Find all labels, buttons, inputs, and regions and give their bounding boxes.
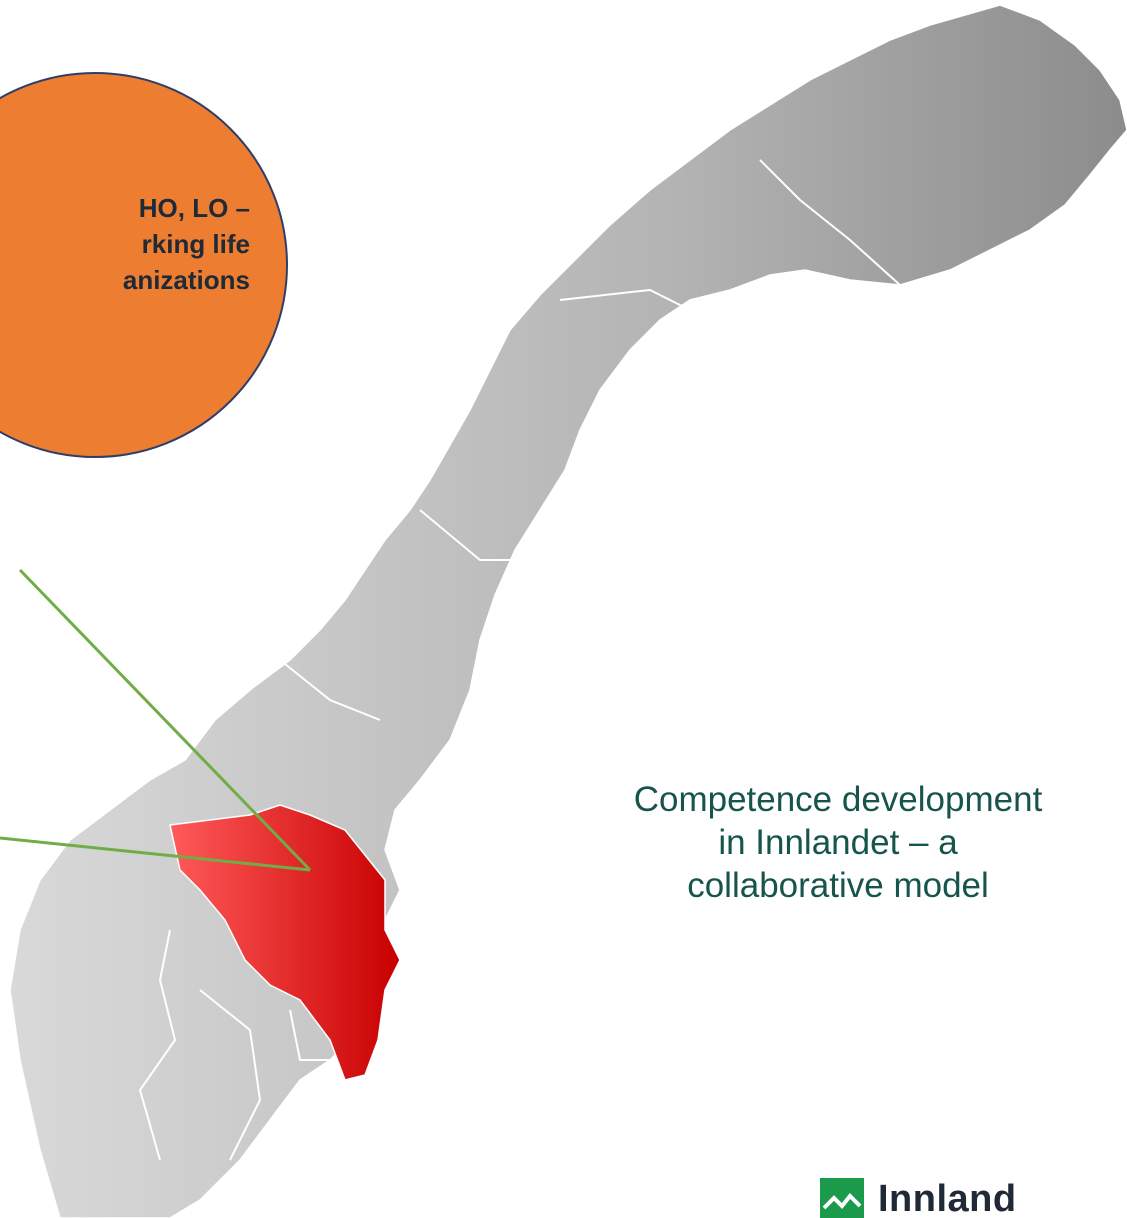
connector-line-top bbox=[18, 568, 312, 872]
caption-line-1: Competence development bbox=[633, 780, 1043, 819]
bubble-text: HO, LO – rking life anizations bbox=[0, 190, 250, 298]
bubble-line-3: anizations bbox=[122, 265, 250, 295]
bubble-line-1: HO, LO – bbox=[138, 193, 250, 223]
bubble-line-2: rking life bbox=[141, 229, 250, 259]
region-borders bbox=[138, 159, 901, 1161]
mountain-logo-icon bbox=[820, 1178, 864, 1218]
organization-bubble bbox=[0, 72, 288, 458]
logo-wordmark: Innland bbox=[878, 1178, 1017, 1218]
connector-line-left bbox=[0, 836, 311, 872]
slide-caption: Competence development in Innlandet – a … bbox=[548, 778, 1127, 907]
caption-line-3: collaborative model bbox=[687, 866, 989, 905]
caption-line-2: in Innlandet – a bbox=[718, 823, 958, 862]
innlandet-logo: Innland bbox=[820, 1178, 1127, 1218]
innlandet-region bbox=[169, 804, 401, 1081]
